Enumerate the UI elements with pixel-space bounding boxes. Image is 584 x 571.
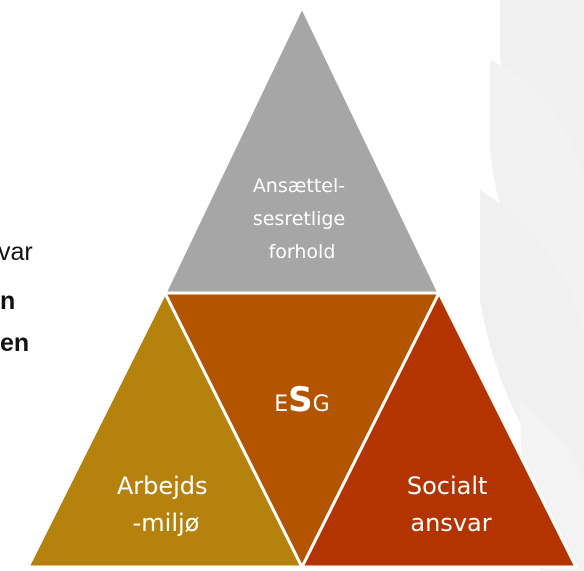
pyramid-left-label-line-1: Arbejds	[117, 472, 208, 500]
esg-letter-g: G	[313, 392, 330, 417]
left-text-line-1: var	[0, 238, 33, 266]
pyramid-right-label-line-1: Socialt	[407, 472, 488, 500]
left-text-line-2: n	[0, 287, 16, 315]
pyramid-right-label-line-2: ansvar	[410, 509, 491, 537]
pyramid-left-label-line-2: -miljø	[133, 509, 200, 537]
pyramid-center-label: ESG	[274, 380, 329, 420]
pyramid-top-label-line-3: forhold	[269, 241, 336, 263]
esg-letter-e: E	[274, 392, 288, 417]
pyramid-top-label: Ansættel- sesretlige forhold	[253, 175, 351, 263]
pyramid-right-label: Socialt ansvar	[407, 472, 495, 537]
pyramid-top-label-line-1: Ansættel-	[253, 175, 345, 197]
left-text-line-3: en	[0, 329, 30, 357]
pyramid-top-label-line-2: sesretlige	[253, 208, 345, 230]
esg-letter-s: S	[288, 380, 313, 420]
background-leaf-middle	[490, 60, 584, 330]
pyramid-left-label: Arbejds -miljø	[117, 472, 215, 537]
pyramid-right-triangle	[300, 291, 578, 569]
